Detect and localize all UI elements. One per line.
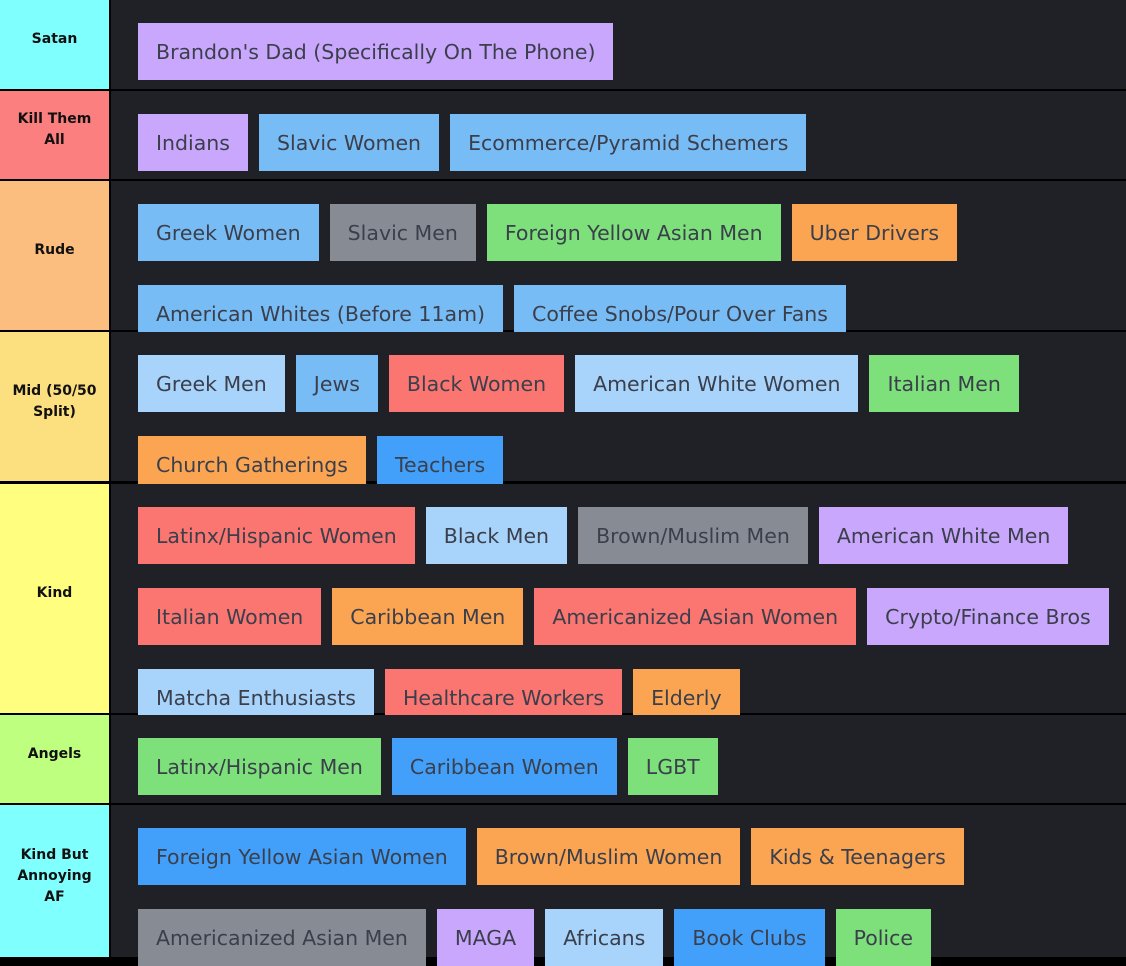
tier-item[interactable]: Africans: [545, 909, 664, 966]
tier-item[interactable]: Foreign Yellow Asian Men: [486, 204, 781, 261]
tier-item[interactable]: American White Women: [575, 355, 859, 412]
tier-item[interactable]: Kids & Teenagers: [751, 828, 964, 885]
tier-item[interactable]: Italian Men: [869, 355, 1019, 412]
tier-label[interactable]: Rude: [0, 181, 109, 330]
tier-item[interactable]: Indians: [138, 114, 248, 171]
tier-item[interactable]: Caribbean Women: [391, 738, 617, 795]
tier-separator: [109, 805, 111, 957]
tier-item[interactable]: Teachers: [376, 436, 504, 493]
tier-item[interactable]: Brown/Muslim Women: [476, 828, 741, 885]
tier-separator: [109, 0, 111, 89]
tier-item[interactable]: Crypto/Finance Bros: [867, 588, 1109, 645]
tier-item[interactable]: Caribbean Men: [332, 588, 524, 645]
tier-item[interactable]: Ecommerce/Pyramid Schemers: [450, 114, 807, 171]
tier-item[interactable]: Americanized Asian Men: [138, 909, 426, 966]
tier-item[interactable]: Slavic Men: [329, 204, 476, 261]
tier-item[interactable]: Americanized Asian Women: [534, 588, 857, 645]
tier-label[interactable]: Mid (50/50 Split): [0, 332, 109, 481]
tier-item[interactable]: Italian Women: [138, 588, 322, 645]
tier-label[interactable]: Satan: [0, 0, 109, 89]
tier-item[interactable]: Latinx/Hispanic Women: [138, 507, 415, 564]
tier-separator: [109, 332, 111, 481]
tier-items-area[interactable]: Brandon's Dad (Specifically On The Phone…: [111, 0, 1126, 89]
tier-item[interactable]: MAGA: [436, 909, 535, 966]
tier-label[interactable]: Kill Them All: [0, 91, 109, 179]
tier-item[interactable]: Greek Women: [138, 204, 319, 261]
tier-label[interactable]: Angels: [0, 715, 109, 803]
tier-item[interactable]: Black Women: [388, 355, 565, 412]
tier-item[interactable]: Foreign Yellow Asian Women: [138, 828, 466, 885]
tier-item[interactable]: Greek Men: [138, 355, 285, 412]
tier-separator: [109, 181, 111, 330]
tier-item[interactable]: Black Men: [425, 507, 568, 564]
tier-item[interactable]: LGBT: [627, 738, 718, 795]
tier-separator: [109, 91, 111, 179]
tier-item[interactable]: Jews: [295, 355, 378, 412]
tier-item[interactable]: Church Gatherings: [138, 436, 366, 493]
tier-row: Satan Brandon's Dad (Specifically On The …: [0, 0, 1126, 89]
tier-separator: [109, 484, 111, 713]
tier-separator: [109, 715, 111, 803]
tier-label[interactable]: Kind But Annoying AF: [0, 805, 109, 957]
tier-item[interactable]: Book Clubs: [674, 909, 825, 966]
tier-item[interactable]: Slavic Women: [258, 114, 440, 171]
tier-label[interactable]: Kind: [0, 484, 109, 713]
tier-item[interactable]: Brown/Muslim Men: [578, 507, 808, 564]
tier-item[interactable]: American White Men: [818, 507, 1069, 564]
tier-item[interactable]: Uber Drivers: [791, 204, 958, 261]
tier-item[interactable]: Latinx/Hispanic Men: [138, 738, 381, 795]
tier-item[interactable]: Police: [835, 909, 932, 966]
tier-item[interactable]: Brandon's Dad (Specifically On The Phone…: [138, 23, 614, 80]
